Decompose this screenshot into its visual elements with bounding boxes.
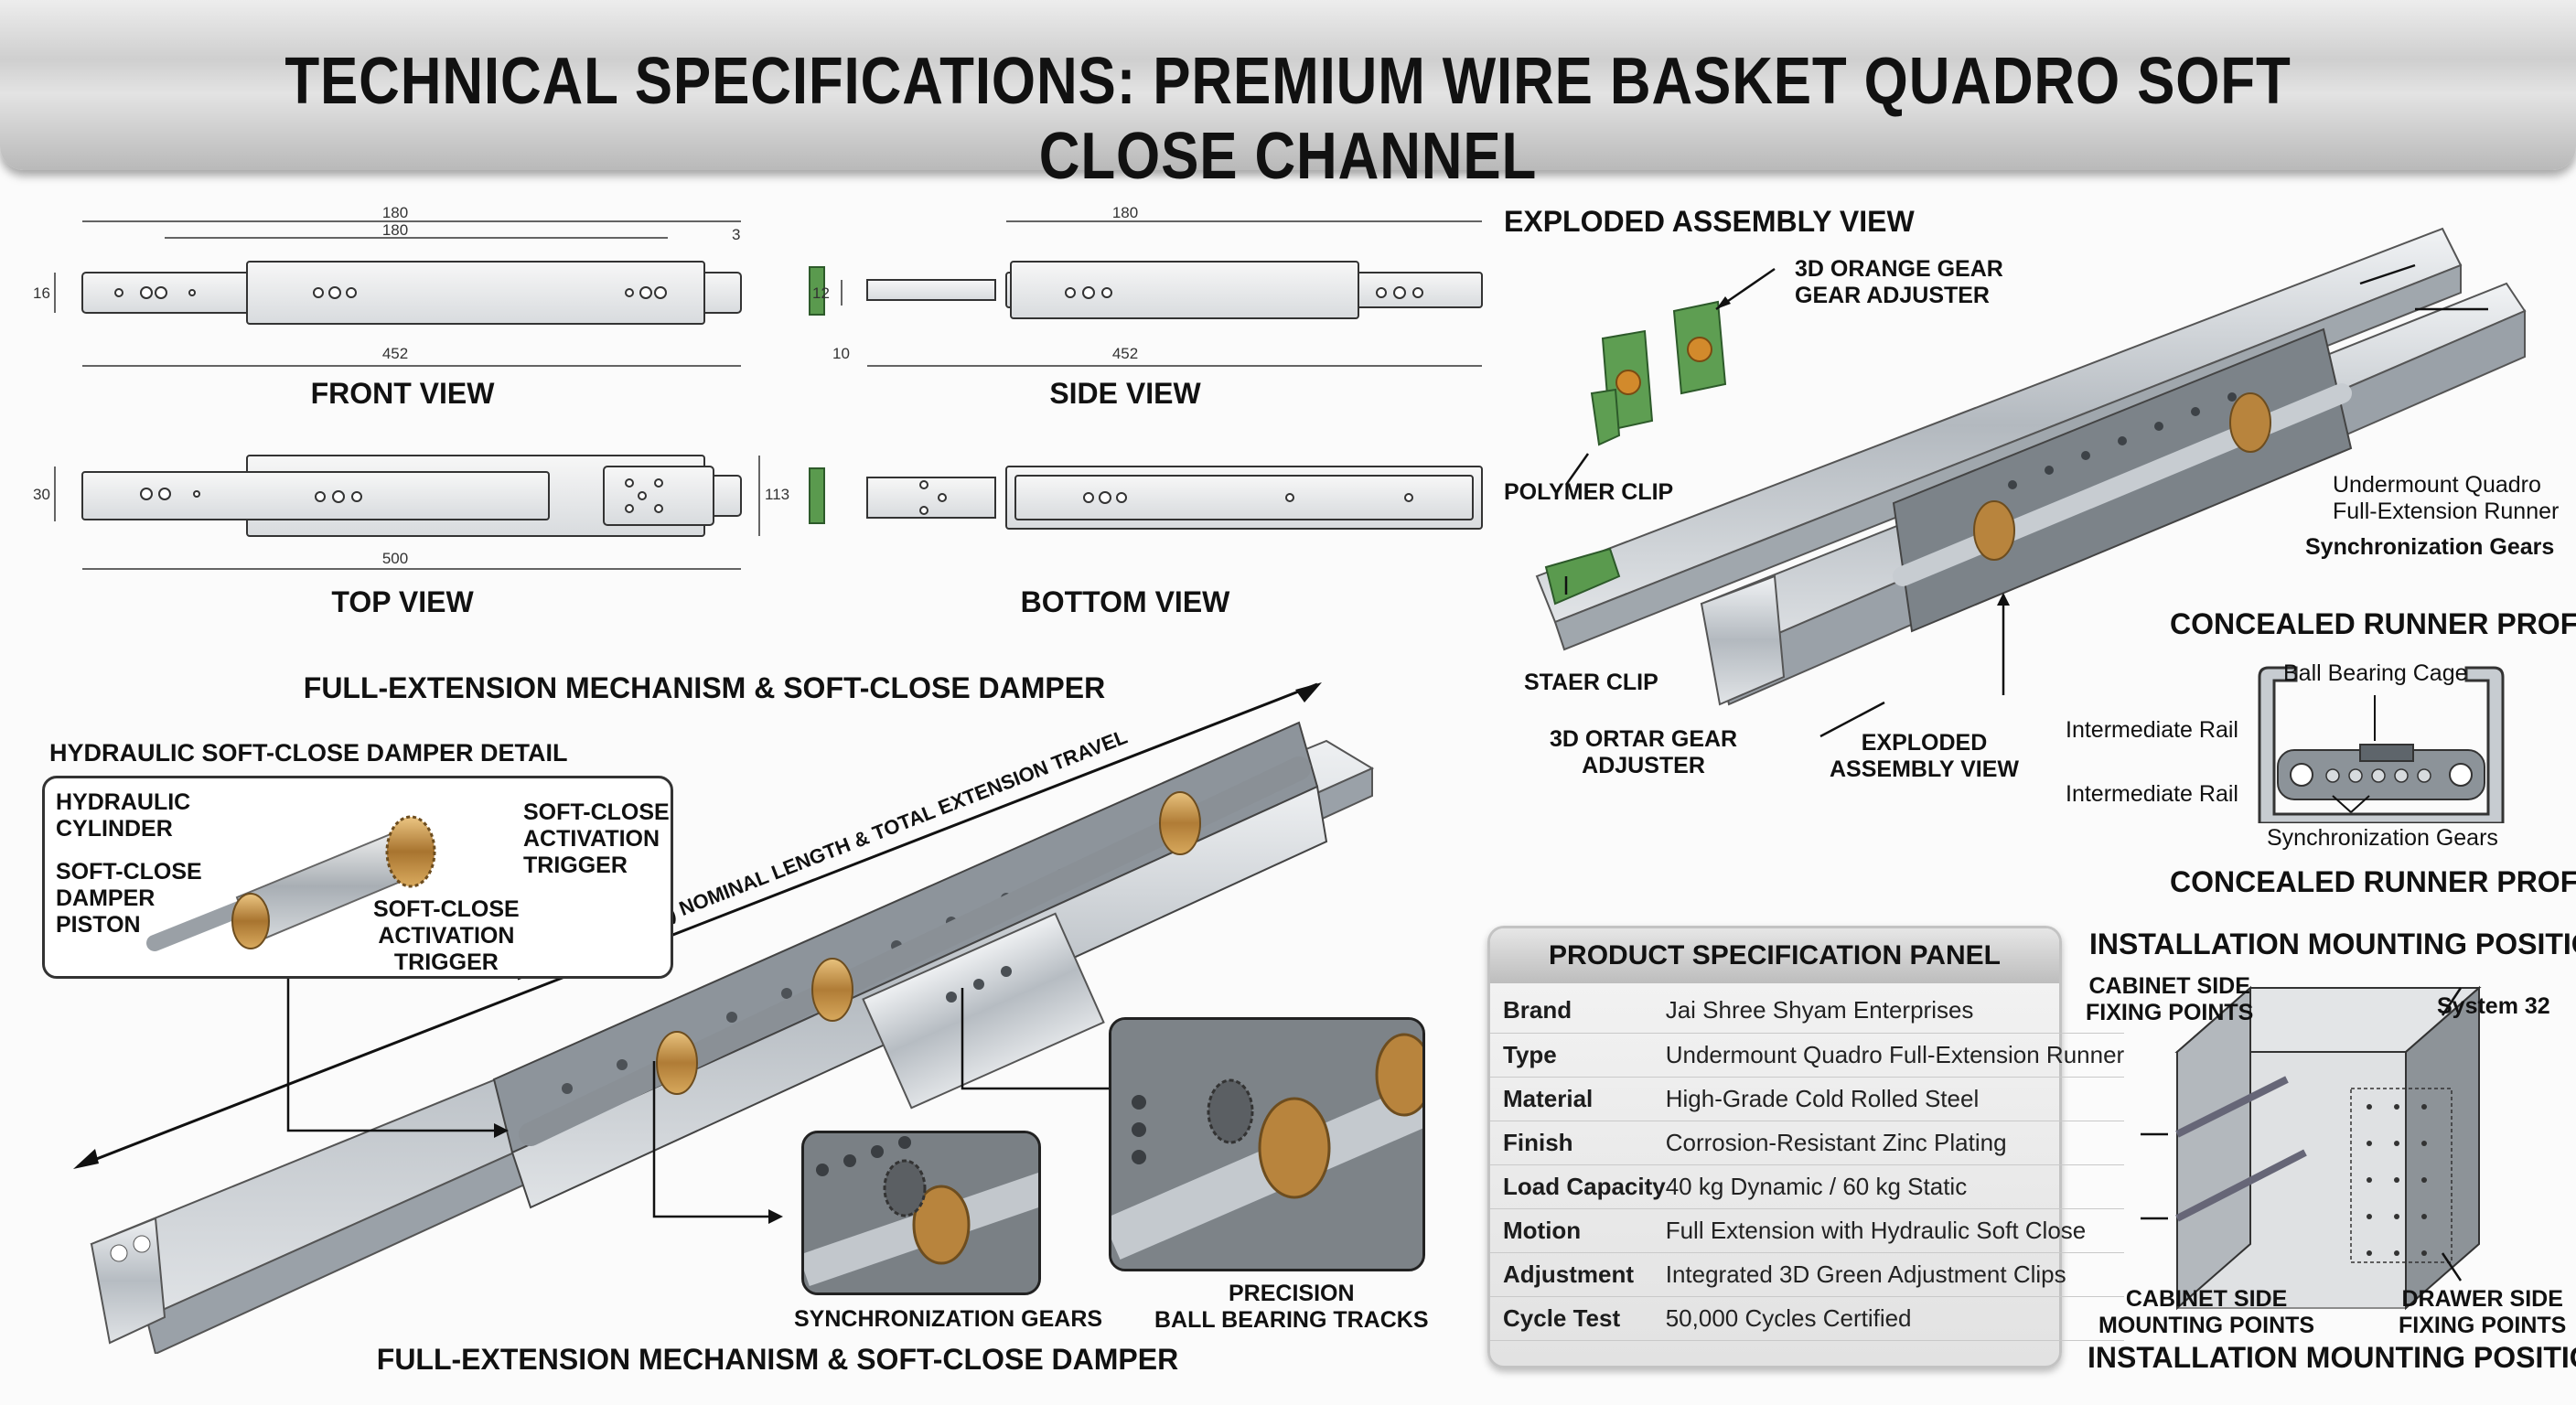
intermediate-rail-2-label: Intermediate Rail — [2066, 781, 2238, 807]
dim-front-overall: 180 — [382, 204, 408, 221]
system32-label: System 32 — [2437, 993, 2550, 1019]
mechanism-title-bottom: FULL-EXTENSION MECHANISM & SOFT-CLOSE DA… — [376, 1343, 1179, 1376]
sync-gears-closeup — [801, 1131, 1041, 1295]
spec-key: Material — [1490, 1077, 1666, 1121]
sync-gears-label: SYNCHRONIZATION GEARS — [794, 1306, 1103, 1332]
spec-key: Motion — [1490, 1208, 1666, 1253]
spec-value: 50,000 Cycles Certified — [1665, 1296, 2125, 1341]
polymer-clip-label: POLYMER CLIP — [1504, 479, 1674, 505]
side-view-label: SIDE VIEW — [1049, 377, 1201, 410]
spec-value: Corrosion-Resistant Zinc Plating — [1665, 1121, 2125, 1165]
mechanism-title-top: FULL-EXTENSION MECHANISM & SOFT-CLOSE DA… — [303, 671, 1106, 704]
dim-front-length: 452 — [382, 345, 408, 362]
cabinet-illustration — [2141, 985, 2482, 1311]
exploded-sync-gears-label: Synchronization Gears — [2305, 534, 2555, 560]
exploded-title: EXPLODED ASSEMBLY VIEW — [1504, 205, 1915, 238]
spec-value: Jai Shree Shyam Enterprises — [1665, 989, 2125, 1034]
spec-key: Load Capacity — [1490, 1164, 1666, 1209]
dim-front-inner: 180 — [382, 221, 408, 239]
spec-value: Full Extension with Hydraulic Soft Close — [1665, 1208, 2125, 1253]
spec-panel-title: PRODUCT SPECIFICATION PANEL — [1490, 928, 2059, 983]
profile-title-top: CONCEALED RUNNER PROFILE — [2170, 607, 2576, 640]
dim-front-gap: 3 — [732, 226, 740, 243]
spec-key: Type — [1490, 1033, 1666, 1078]
title-banner: TECHNICAL SPECIFICATIONS: PREMIUM WIRE B… — [0, 0, 2576, 193]
damper-illustration — [146, 815, 436, 951]
damper-detail-title: HYDRAULIC SOFT-CLOSE DAMPER DETAIL — [49, 739, 568, 767]
spec-value: Undermount Quadro Full-Extension Runner — [1665, 1033, 2125, 1078]
dim-front-height: 16 — [33, 284, 50, 302]
dim-side-offset: 10 — [832, 345, 850, 362]
install-title-bottom: INSTALLATION MOUNTING POSITIONS — [2088, 1341, 2576, 1374]
intermediate-rail-1-label: Intermediate Rail — [2066, 717, 2238, 743]
dim-top-height: 30 — [33, 486, 50, 503]
spec-key: Adjustment — [1490, 1252, 1666, 1297]
spec-key: Finish — [1490, 1121, 1666, 1165]
front-view-label: FRONT VIEW — [310, 377, 495, 410]
install-title-top: INSTALLATION MOUNTING POSITIONS — [2089, 928, 2576, 960]
dim-top-width: 113 — [765, 486, 789, 503]
dim-side-height: 12 — [812, 284, 830, 302]
profile-sync-gears-label: Synchronization Gears — [2267, 825, 2498, 851]
page-title: TECHNICAL SPECIFICATIONS: PREMIUM WIRE B… — [284, 45, 2292, 193]
bearing-tracks-closeup — [1109, 1017, 1425, 1271]
bearing-tracks-closeup-art — [1111, 1020, 1422, 1269]
spec-value: High-Grade Cold Rolled Steel — [1665, 1077, 2125, 1121]
spec-key: Cycle Test — [1490, 1296, 1666, 1341]
orthographic-views: 180 180 3 16 452 180 12 10 452 30 113 50… — [33, 204, 1483, 570]
spec-key: Brand — [1490, 989, 1666, 1034]
spec-value: 40 kg Dynamic / 60 kg Static — [1665, 1164, 2125, 1209]
ball-bearing-cage-label: Ball Bearing Cage — [2283, 660, 2468, 686]
profile-title-bottom: CONCEALED RUNNER PROFILE — [2170, 865, 2576, 898]
profile-cross-section — [2258, 666, 2505, 823]
dim-side-overall: 180 — [1112, 204, 1138, 221]
dim-top-length: 500 — [382, 550, 408, 567]
spec-value: Integrated 3D Green Adjustment Clips — [1665, 1252, 2125, 1297]
bottom-view-label: BOTTOM VIEW — [1020, 585, 1230, 618]
top-view-label: TOP VIEW — [331, 585, 474, 618]
exploded-illustration — [1535, 227, 2527, 738]
sync-gears-closeup-art — [804, 1133, 1038, 1292]
staer-clip-label: STAER CLIP — [1524, 670, 1658, 695]
dim-side-length: 452 — [1112, 345, 1138, 362]
